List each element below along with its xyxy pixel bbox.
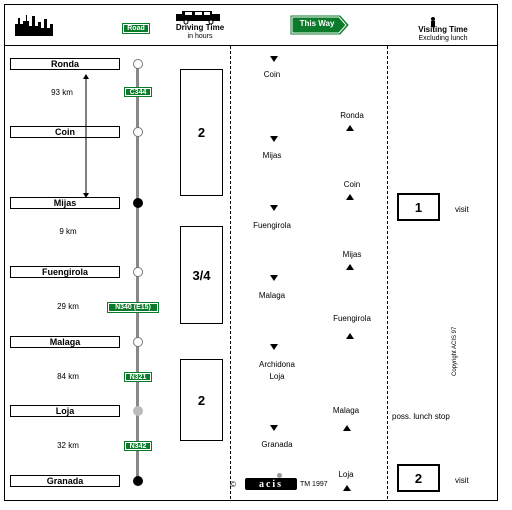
person-icon	[428, 14, 438, 32]
driving-time-title: Driving Time	[175, 23, 225, 32]
column-divider-left	[230, 46, 231, 499]
down-arrow-icon	[270, 425, 278, 431]
node-coin	[133, 127, 143, 137]
driving-time-subtitle: in hours	[187, 33, 213, 40]
town-malaga: Malaga	[10, 336, 120, 348]
lunch-stop-note: poss. lunch stop	[392, 412, 450, 421]
town-ronda: Ronda	[10, 58, 120, 70]
forward-stop-archidona: Archidona	[258, 360, 296, 369]
driving-time-box-1: 2	[180, 69, 223, 196]
node-granada	[133, 476, 143, 486]
this-way-arrow	[290, 14, 350, 41]
up-arrow-icon	[343, 485, 351, 491]
return-stop-malaga: Malaga	[332, 406, 360, 415]
visit-label-1: visit	[455, 205, 469, 214]
town-coin: Coin	[10, 126, 120, 138]
road-tag-c344: C344	[124, 87, 152, 97]
visit-time-box-1: 1	[397, 193, 440, 221]
city-skyline-icon	[14, 12, 54, 41]
header-divider	[5, 45, 497, 46]
distance-ronda-mijas: 93 km	[51, 88, 73, 97]
return-stop-ronda: Ronda	[340, 111, 364, 120]
node-malaga	[133, 337, 143, 347]
trademark-year: TM 1997	[300, 481, 328, 488]
column-divider-right	[387, 46, 388, 499]
visiting-time-header: Visiting Time Excluding lunch	[408, 25, 478, 43]
down-arrow-icon	[270, 205, 278, 211]
acis-logo: acis	[245, 478, 297, 490]
road-header-tag: Road	[122, 23, 150, 34]
return-stop-mijas: Mijas	[342, 250, 362, 259]
up-arrow-icon	[346, 333, 354, 339]
down-arrow-icon	[270, 344, 278, 350]
acis-logo-text: acis	[258, 478, 284, 490]
distance-fuengirola-malaga: 29 km	[57, 302, 79, 311]
town-fuengirola: Fuengirola	[10, 266, 120, 278]
forward-stop-granada: Granada	[261, 440, 293, 449]
visiting-time-title: Visiting Time	[418, 25, 468, 34]
distance-loja-granada: 32 km	[57, 441, 79, 450]
return-stop-fuengirola: Fuengirola	[333, 314, 371, 323]
forward-stop-coin: Coin	[263, 70, 281, 79]
range-arrow	[80, 74, 92, 203]
node-fuengirola	[133, 267, 143, 277]
distance-malaga-loja: 84 km	[57, 372, 79, 381]
up-arrow-icon	[346, 264, 354, 270]
driving-time-box-2: 3/4	[180, 226, 223, 324]
town-loja: Loja	[10, 405, 120, 417]
visit-label-2: visit	[455, 476, 469, 485]
forward-stop-loja: Loja	[269, 372, 285, 381]
town-mijas: Mijas	[10, 197, 120, 209]
node-mijas	[133, 198, 143, 208]
town-granada: Granada	[10, 475, 120, 487]
diagram-frame	[4, 4, 498, 501]
down-arrow-icon	[270, 56, 278, 62]
copyright-symbol: ©	[230, 480, 236, 489]
driving-time-box-3: 2	[180, 359, 223, 441]
forward-stop-malaga: Malaga	[258, 291, 286, 300]
distance-mijas-fuengirola: 9 km	[59, 227, 77, 236]
forward-stop-mijas: Mijas	[262, 151, 282, 160]
visiting-time-subtitle: Excluding lunch	[418, 35, 468, 42]
driving-time-header: Driving Time in hours	[168, 23, 232, 41]
return-stop-loja: Loja	[338, 470, 354, 479]
visit-time-box-2: 2	[397, 464, 440, 492]
road-tag-n342: N342	[124, 441, 152, 451]
car-icon	[174, 10, 224, 29]
node-loja	[133, 406, 143, 416]
logo-dot	[277, 473, 282, 478]
up-arrow-icon	[343, 425, 351, 431]
forward-stop-fuengirola: Fuengirola	[253, 221, 291, 230]
up-arrow-icon	[346, 194, 354, 200]
node-ronda	[133, 59, 143, 69]
road-tag-n321: N321	[124, 372, 152, 382]
down-arrow-icon	[270, 136, 278, 142]
up-arrow-icon	[346, 125, 354, 131]
road-tag-n340: N340 (E15)	[107, 302, 159, 313]
return-stop-coin: Coin	[343, 180, 361, 189]
down-arrow-icon	[270, 275, 278, 281]
side-copyright: Copyright ACIS 97	[452, 326, 458, 376]
this-way-label: This Way	[299, 19, 335, 28]
